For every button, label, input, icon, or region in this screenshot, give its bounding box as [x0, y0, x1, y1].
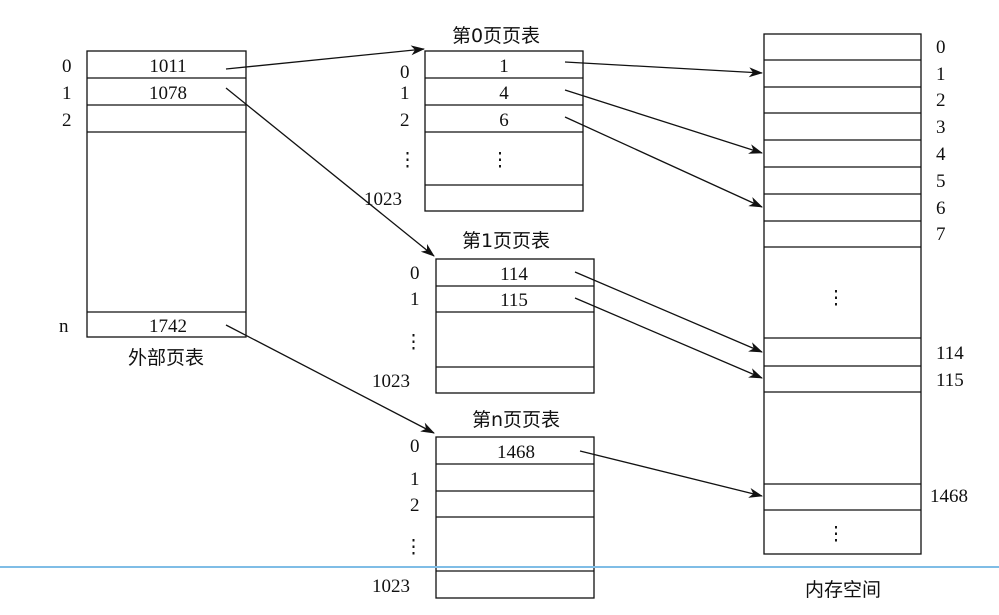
- frame-label-2: 2: [936, 90, 946, 111]
- frame-label-114: 114: [936, 343, 964, 364]
- pt0-index-1023: 1023: [364, 189, 402, 210]
- pt1-index-0: 0: [410, 263, 420, 284]
- arrow-pt1-0-to-frame114: [574, 271, 763, 353]
- pt0-entry-ellipsis: ⋮: [491, 150, 510, 171]
- pt1-frame: [435, 258, 595, 394]
- ptn-title: 第n页页表: [472, 409, 560, 431]
- pt0-entry-1: 4: [499, 83, 509, 104]
- pt0-index-0: 0: [400, 62, 410, 83]
- outer-entry-n: 1742: [149, 316, 187, 337]
- pt0-index-1: 1: [400, 83, 410, 104]
- pt0-entry-2: 6: [499, 110, 509, 131]
- arrow-pt0-0-to-frame1: [564, 61, 763, 78]
- frame-label-1: 1: [936, 64, 946, 85]
- outer-table-title: 外部页表: [128, 347, 204, 369]
- arrow-pt1-1-to-frame115: [574, 297, 763, 379]
- pt0-title: 第0页页表: [452, 25, 540, 47]
- pt0-entry-0: 1: [499, 56, 509, 77]
- pt1-index-1: 1: [410, 289, 420, 310]
- outer-table-frame: [86, 50, 247, 338]
- outer-page-table: 1011 1078 1742 0 1 2 n 外部页表: [59, 50, 247, 369]
- frame-label-115: 115: [936, 370, 964, 391]
- arrow-outer0-to-pt0: [225, 45, 425, 70]
- frame-label-0: 0: [936, 37, 946, 58]
- memory-frame: [763, 33, 922, 555]
- outer-index-n: n: [59, 316, 69, 337]
- frame-label-7: 7: [936, 224, 946, 245]
- ptn-index-2: 2: [410, 495, 420, 516]
- ptn-index-ellipsis: ⋮: [404, 537, 423, 558]
- pt1-entry-1: 115: [500, 290, 528, 311]
- arrow-pt0-2-to-frame6: [564, 116, 763, 208]
- arrow-outern-to-ptn: [225, 324, 435, 434]
- outer-entry-1: 1078: [149, 83, 187, 104]
- outer-index-1: 1: [62, 83, 72, 104]
- ptn-index-0: 0: [410, 436, 420, 457]
- pt0-index-ellipsis: ⋮: [398, 150, 417, 171]
- outer-index-2: 2: [62, 110, 72, 131]
- pt1-index-1023: 1023: [372, 371, 410, 392]
- page-table-1: 第1页页表 114 115 0 1 ⋮ 1023: [372, 230, 595, 394]
- frame-label-6: 6: [936, 198, 946, 219]
- frame-label-3: 3: [936, 117, 946, 138]
- pt0-index-2: 2: [400, 110, 410, 131]
- physical-memory: 0 1 2 3 4 5 6 7 114 115 1468 ⋮ ⋮ 内存空间: [763, 33, 968, 601]
- pt1-entry-0: 114: [500, 264, 528, 285]
- ptn-index-1023: 1023: [372, 576, 410, 597]
- ptn-index-1: 1: [410, 469, 420, 490]
- outer-entry-0: 1011: [149, 56, 186, 77]
- arrow-pt0-1-to-frame4: [564, 89, 763, 154]
- pt1-index-ellipsis: ⋮: [404, 332, 423, 353]
- arrow-outer1-to-pt1: [225, 87, 435, 257]
- pointer-arrows: [225, 45, 763, 498]
- frame-label-4: 4: [936, 144, 946, 165]
- page-table-0: 第0页页表 1 4 6 ⋮ 0 1 2 ⋮ 1023: [364, 25, 584, 212]
- outer-index-0: 0: [62, 56, 72, 77]
- arrow-ptn-0-to-frame1468: [579, 450, 763, 498]
- memory-ellipsis-bottom: ⋮: [827, 524, 846, 545]
- pt1-title: 第1页页表: [462, 230, 550, 252]
- frame-label-5: 5: [936, 171, 946, 192]
- memory-ellipsis-middle: ⋮: [827, 288, 846, 309]
- frame-label-1468: 1468: [930, 486, 968, 507]
- ptn-entry-0: 1468: [497, 442, 535, 463]
- page-table-n: 第n页页表 1468 0 1 2 ⋮ 1023: [372, 409, 595, 599]
- memory-title: 内存空间: [805, 579, 881, 601]
